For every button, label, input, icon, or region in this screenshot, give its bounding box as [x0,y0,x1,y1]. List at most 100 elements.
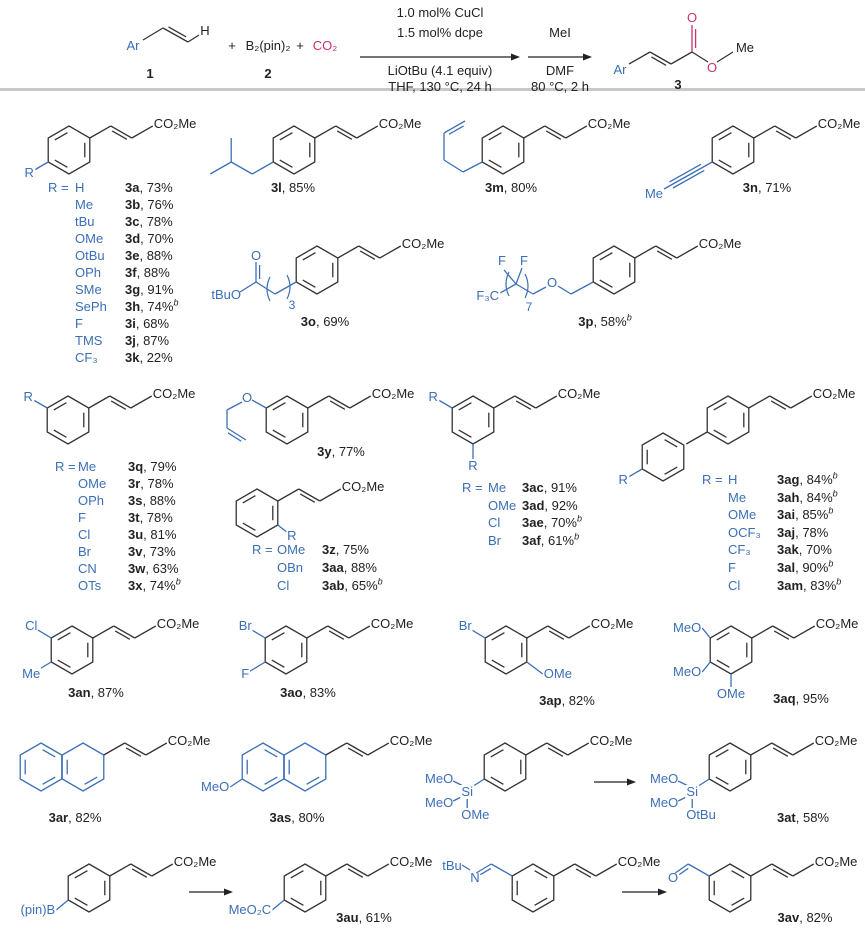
table-row: 3i68% [125,316,169,331]
bond [109,863,132,877]
aromatic-inner-bond [731,870,745,879]
yield: 70% [805,542,832,558]
double-bond [655,245,678,259]
bond [751,625,774,639]
arrowhead [627,778,636,786]
tert-butoxy-label: tBuO [211,287,241,302]
double-bond-inner [347,747,364,757]
double-bond [771,742,794,756]
bond [515,283,534,295]
r-group: Me [75,197,94,212]
yield: 78% [147,476,174,491]
r-group: SMe [75,282,102,297]
condition: THF, 130 °C, 24 h [388,79,492,94]
aromatic-inner-bond [490,749,504,758]
bond [792,863,815,877]
ester-label: CO₂Me [698,236,742,251]
yield: 75% [342,542,369,557]
aromatic-inner-bond [664,439,678,448]
compound-number: 3ad [522,498,552,513]
ester-label: CO₂Me [370,616,414,631]
double-bond [327,625,350,639]
condition: 1.5 mol% dcpe [397,25,483,40]
yield: 91% [147,282,174,297]
table-row: 3d70% [125,231,173,246]
bond [499,283,517,294]
table-row: 3ac91% [522,480,577,495]
benzene-ring [641,432,685,482]
table-row: 3ah84%b [777,489,838,505]
ester-label: CO₂Me [173,854,217,869]
condition: MeI [549,25,571,40]
double-bond-inner [114,630,131,640]
double-bond [772,625,795,639]
compound-number: 3i [125,316,143,331]
compound-label: 3o69% [301,314,349,329]
compound-number: 3e [125,248,147,263]
double-bond-inner [678,867,689,876]
bond [687,863,710,877]
carbonyl-oxygen: O [686,10,698,25]
bond [532,286,547,295]
yield: 88% [143,265,170,280]
r-equals-label: R = [462,480,483,495]
double-bond-inner [548,630,565,640]
compound-number: 3s [128,493,150,508]
r-group: OMe [488,497,517,513]
substituent-label: R [467,458,479,473]
double-bond-inner [328,630,345,640]
bond [595,863,618,877]
yield: 58% [803,810,830,825]
compound-number: 3an [68,685,98,700]
r-group: Cl [78,527,91,542]
bond [251,161,274,175]
aromatic-inner-bond [53,402,67,411]
yield: 82% [806,910,833,925]
double-bond [546,742,569,756]
double-bond-inner [547,747,564,757]
r-group: F [728,560,736,575]
substituent-label: R [22,389,34,404]
double-bond [544,125,567,139]
bond [628,51,651,65]
table-row: 3aa88% [322,560,377,575]
double-bond [226,427,247,441]
r-group: H [75,180,85,195]
compound-number: 3aa [322,560,351,575]
yield: 81% [150,527,177,542]
yield: 71% [765,180,792,195]
substituent-bond [701,661,711,673]
aryl-label: Ar [126,38,140,53]
bond [319,488,342,502]
methyl-label: Me [735,40,755,55]
aromatic-inner-bond [54,132,68,141]
compound-number: 3m [485,180,511,195]
footnote-marker: b [175,576,181,587]
substituent-label: R [23,165,35,180]
bond [515,267,523,285]
bond [226,401,243,411]
double-bond-inner [772,747,789,757]
double-bond [547,625,570,639]
bond [348,625,371,639]
substituent-bond [526,661,544,675]
table-row: 3k22% [125,350,173,365]
compound-number: 3aq [773,691,803,706]
table-row: 3ai85%b [777,506,833,522]
boronate-label: (pin)B [19,902,57,917]
table-row: 3aj78% [777,525,828,540]
bond [753,125,776,139]
aromatic-inner-bond [490,776,504,785]
bond [277,488,300,502]
methoxy-label: MeO [425,771,454,786]
double-bond-inner [111,130,128,140]
yield: 58% [600,314,627,329]
r-group: Cl [488,515,501,530]
double-bond-inner [299,493,316,503]
r-group: OMe [728,507,757,523]
bond [570,281,594,295]
compound-label: 3y77% [317,444,365,459]
compound-number: 3am [777,578,810,593]
compound-number: 3c [125,214,147,229]
arrowhead [583,53,592,61]
